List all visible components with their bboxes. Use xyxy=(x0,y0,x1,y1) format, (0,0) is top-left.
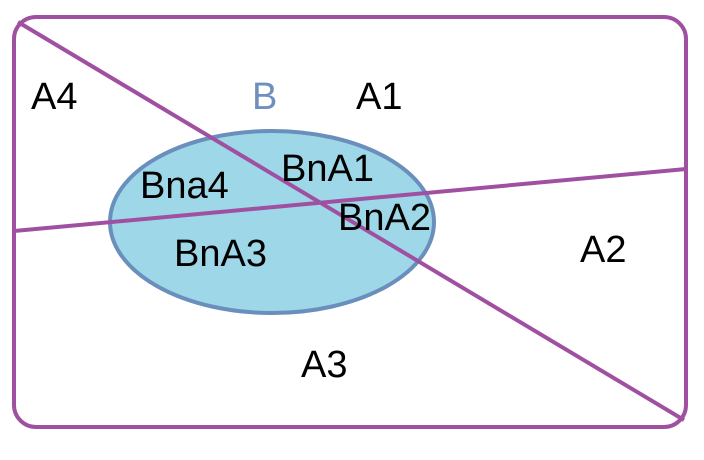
horizontal-partition-line xyxy=(13,167,687,233)
universe-frame xyxy=(12,15,688,429)
diagonal-partition-line xyxy=(16,20,686,422)
label-bna3: BnA3 xyxy=(174,233,267,275)
label-bna4: Bna4 xyxy=(140,165,229,207)
label-a4: A4 xyxy=(31,76,77,118)
label-bna2: BnA2 xyxy=(338,197,431,239)
label-b: B xyxy=(252,76,277,118)
label-bna1: BnA1 xyxy=(281,148,374,190)
label-a3: A3 xyxy=(301,344,347,386)
label-a2: A2 xyxy=(580,229,626,271)
label-a1: A1 xyxy=(356,76,402,118)
